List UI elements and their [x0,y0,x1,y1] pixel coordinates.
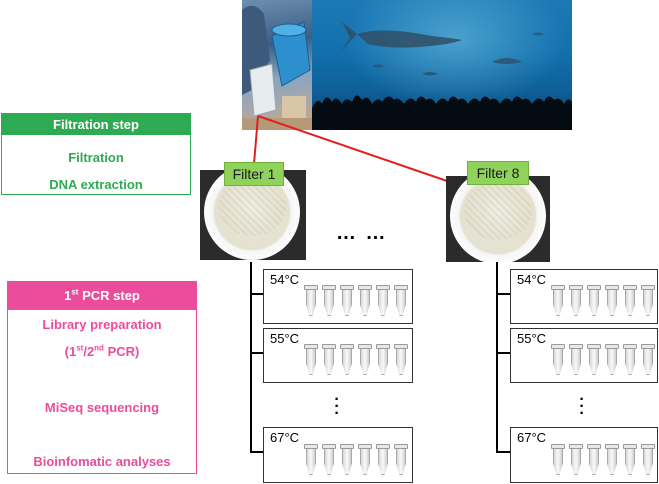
pcr-tube [605,285,619,319]
miseq-sequencing-label: MiSeq sequencing [44,400,160,415]
pcr-tube-row [304,285,408,319]
tree-branch-left-67 [250,451,263,453]
pcr-tube [623,285,637,319]
bioinformatic-analyses-label: Bioinfomatic analyses [33,454,171,469]
pcr-tube [641,344,655,378]
aquarium-photo [312,0,572,130]
pcr-tube [304,344,318,378]
tree-branch-right-54 [496,293,510,295]
library-preparation-label: Library preparation [42,317,162,332]
pcr-tube [394,344,408,378]
pcr-tube [641,444,655,478]
pcr-tube [358,285,372,319]
tree-branch-right-55 [496,352,510,354]
temperature-label: 54°C [517,272,547,287]
temperature-vertical-ellipsis-left: ··· [334,391,340,422]
pcr-tube [569,444,583,478]
pcr-tube-row [551,285,655,319]
pcr-tube [322,444,336,478]
filtration-step-title: Filtration step [2,114,190,135]
pcr-tube [551,344,565,378]
filter-8-label: Filter 8 [467,161,529,185]
pcr-tube [322,285,336,319]
tree-branch-right-67 [496,451,510,453]
filter-1-label: Filter 1 [224,162,284,186]
pcr-tube [623,344,637,378]
pcr-tube [641,285,655,319]
pcr-tube [587,344,601,378]
tree-branch-left-55 [250,352,263,354]
pcr-detail-label: (1st/2nd PCR) [64,343,140,359]
pcr-tube [376,285,390,319]
pcr-tube [340,444,354,478]
pcr-tube [358,344,372,378]
pcr-tube-row [304,344,408,378]
temp-box-left-67: 67°C [263,427,413,483]
temperature-label: 67°C [270,430,300,445]
pcr-tube [605,344,619,378]
pcr-tube [394,285,408,319]
pcr-tube [569,285,583,319]
temp-box-right-55: 55°C [510,328,658,383]
pcr-tube-row [304,444,408,478]
tree-branch-left-54 [250,293,263,295]
filtration-step-box: Filtration step Filtration DNA extractio… [1,113,191,195]
dna-extraction-label: DNA extraction [49,177,143,192]
pcr-tube-row [551,444,655,478]
temperature-label: 55°C [270,331,300,346]
pcr-tube [394,444,408,478]
sampling-photo [242,0,312,130]
pcr-tube [587,444,601,478]
pcr-tube [322,344,336,378]
filtration-label: Filtration [68,150,124,165]
pcr-tube-row [551,344,655,378]
pcr-tube [340,285,354,319]
pcr-tube [623,444,637,478]
pcr-step-box: 1st PCR step Library preparation (1st/2n… [7,281,197,474]
pcr-tube [587,285,601,319]
pcr-tube [376,344,390,378]
temp-box-left-55: 55°C [263,328,413,383]
pcr-step-title: 1st PCR step [8,282,196,310]
pcr-tube [551,285,565,319]
pcr-tube [376,444,390,478]
temperature-label: 55°C [517,331,547,346]
pcr-tube [340,344,354,378]
pcr-tube [304,444,318,478]
pcr-tube [551,444,565,478]
tree-trunk-right [496,262,498,452]
temperature-label: 67°C [517,430,547,445]
pcr-tube [569,344,583,378]
pcr-tube [358,444,372,478]
temp-box-right-67: 67°C [510,427,658,483]
temp-box-right-54: 54°C [510,269,658,324]
filter-8-photo [446,176,550,262]
between-filters-ellipsis: … … [336,222,388,244]
temperature-vertical-ellipsis-right: ··· [579,391,585,422]
tree-trunk-left [250,262,252,452]
temp-box-left-54: 54°C [263,269,413,324]
temperature-label: 54°C [270,272,300,287]
pcr-tube [605,444,619,478]
pcr-tube [304,285,318,319]
